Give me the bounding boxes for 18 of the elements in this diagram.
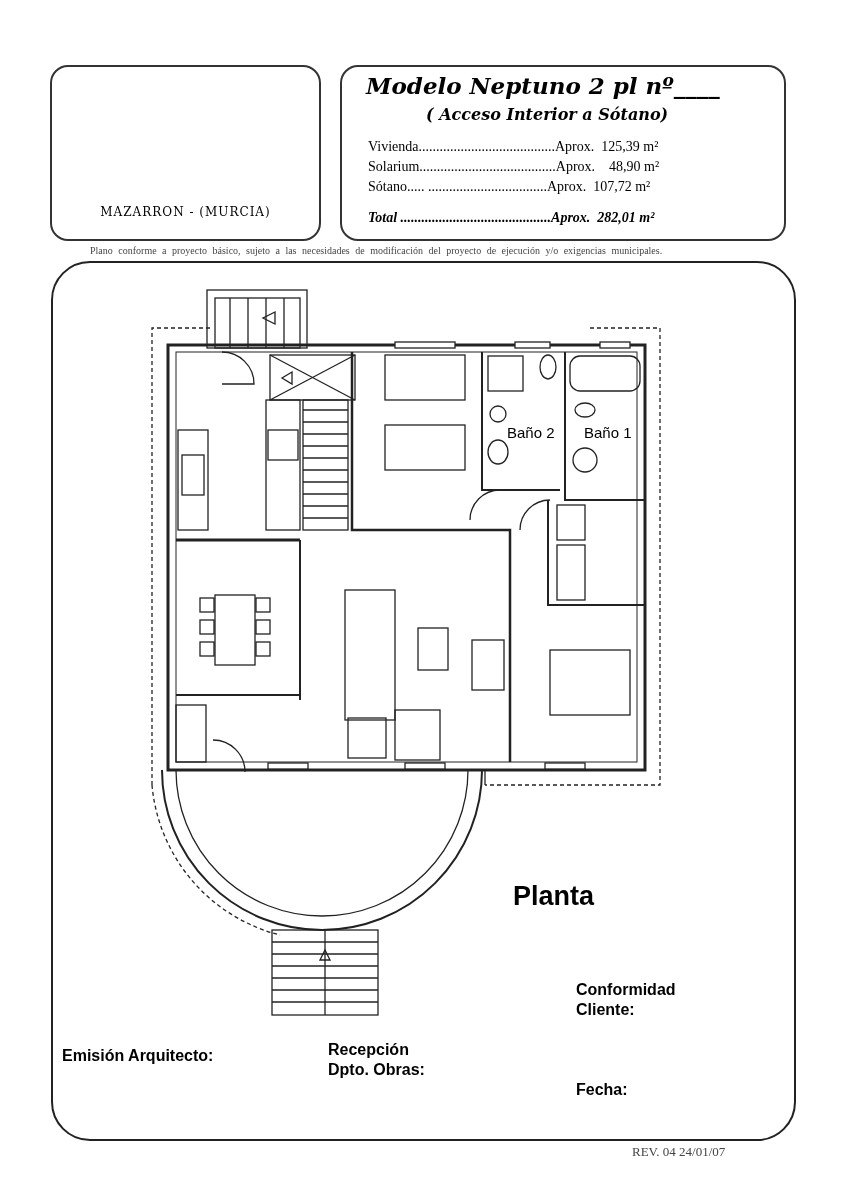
revision-note: REV. 04 24/01/07 — [632, 1144, 726, 1161]
area-summary-card — [340, 65, 786, 241]
area-row: Vivienda.......................................Aprox. 125,39 m² — [368, 139, 659, 155]
model-title: Modelo Neptuno 2 pl nº____ — [366, 72, 720, 99]
area-row: Solarium.......................................Aprox. 48,90 m² — [368, 159, 660, 175]
signature-caption: Conformidad Cliente: — [576, 980, 677, 1020]
location-card — [50, 65, 321, 241]
model-subtitle: ( Acceso Interior a Sótano) — [426, 105, 669, 124]
signature-caption: Recepción Dpto. Obras: — [328, 1040, 426, 1080]
area-row: Sótano..... ..................................Aprox. 107,72 m² — [368, 179, 651, 195]
signature-caption: Emisión Arquitecto: — [62, 1046, 214, 1066]
location-text: MAZARRON - (MURCIA) — [99, 205, 272, 219]
disclaimer-note: Plano conforme a proyecto básico, sujeto a las necesidades de modificación del proyecto de ejecución y/o exigencias municipales. — [90, 245, 663, 258]
room-label: Baño 1 — [584, 424, 632, 443]
signature-caption: Fecha: — [576, 1080, 628, 1100]
plan-heading: Planta — [513, 880, 595, 913]
total-area-row: Total ...........................................Aprox. 282,01 m² — [368, 210, 655, 226]
room-label: Baño 2 — [507, 424, 555, 443]
